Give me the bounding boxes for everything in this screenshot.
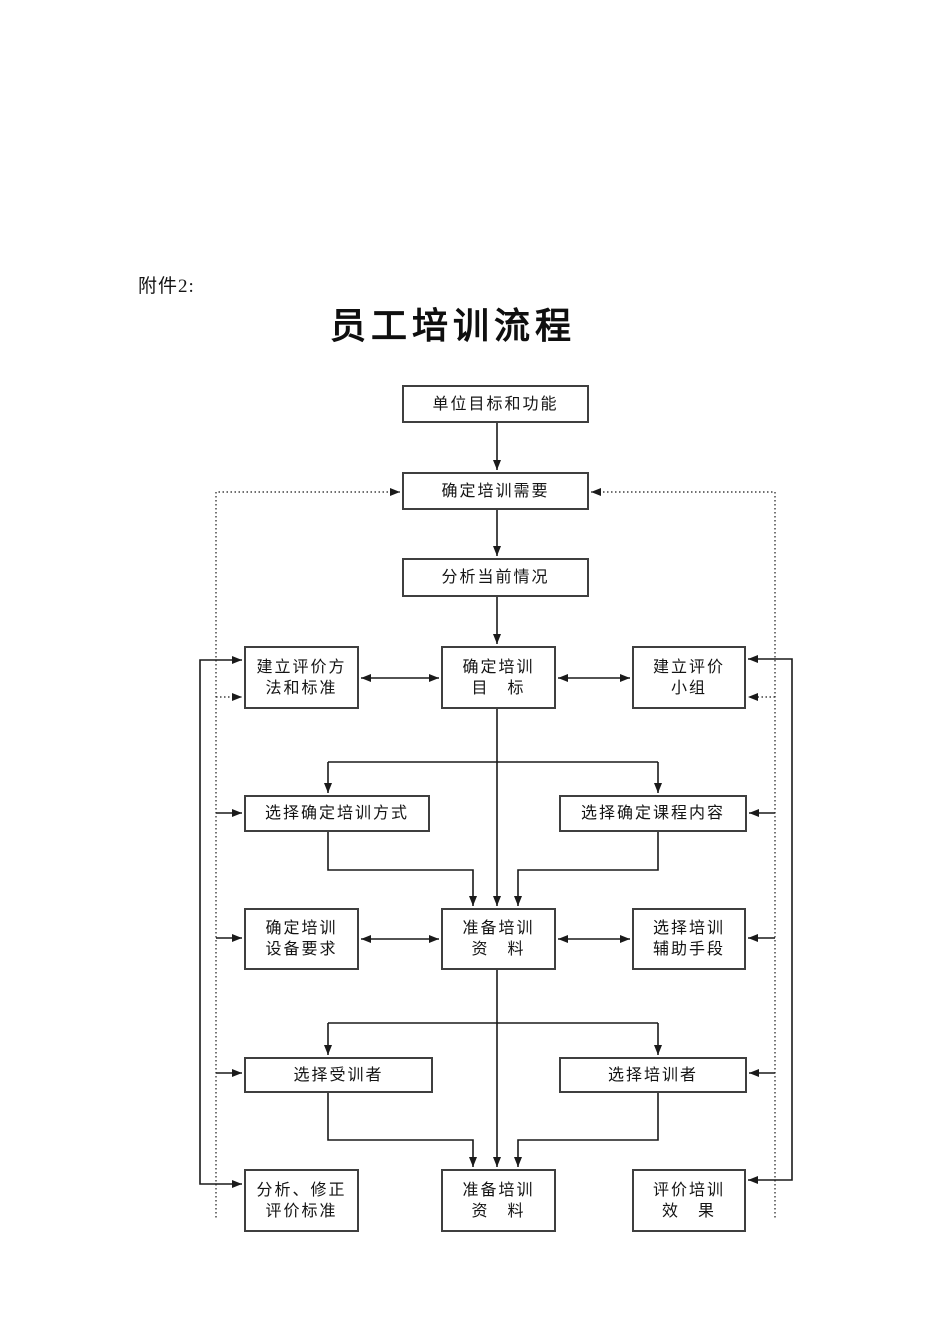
box-text-line: 单位目标和功能 [432,395,559,413]
attachment-label: 附件2: [138,276,195,297]
page-title: 员工培训流程 [330,305,577,346]
flow-box-training-needs: 确定培训需要 [402,472,589,510]
rail-left-solid [199,656,242,1188]
connector-trainees-materials2 [327,1093,477,1167]
box-text-line: 分析、修正 [256,1181,347,1199]
box-text-line: 小组 [670,679,707,697]
rail-right-solid [748,655,793,1184]
rail-right-dotted [591,488,776,1218]
connector-method-materials [327,832,477,906]
box-text-line: 辅助手段 [652,941,725,958]
flow-box-materials-bottom: 准备培训 资 料 [441,1169,556,1232]
flow-box-eval-results: 评价培训 效 果 [632,1169,746,1232]
box-text-line: 选择确定课程内容 [580,805,725,822]
flow-box-training-method: 选择确定培训方式 [244,795,430,832]
connector-trainers-materials2 [514,1093,659,1167]
box-text-line: 效 果 [661,1202,716,1220]
flow-box-eval-team: 建立评价 小组 [632,646,746,709]
box-text-line: 确定培训 [462,658,535,676]
box-text-line: 资 料 [471,941,526,958]
flow-box-trainers: 选择培训者 [559,1057,747,1093]
box-text-line: 资 料 [471,1202,526,1220]
flow-box-current-situation: 分析当前情况 [402,558,589,597]
box-text-line: 评价标准 [265,1202,338,1220]
flow-box-training-goals: 确定培训 目 标 [441,646,556,709]
box-text-line: 确定培训需要 [441,482,550,500]
box-text-line: 建立评价方 [256,658,347,676]
box-text-line: 建立评价 [652,658,725,676]
box-text-line: 准备培训 [462,920,535,937]
box-text-line: 分析当前情况 [441,569,550,586]
box-text-line: 选择培训 [652,920,725,937]
rail-left-dotted [215,488,400,1218]
box-text-line: 准备培训 [462,1181,535,1199]
flow-box-revise-standards: 分析、修正 评价标准 [244,1169,359,1232]
box-text-line: 法和标准 [265,679,338,697]
flow-box-trainees: 选择受训者 [244,1057,433,1093]
box-text-line: 设备要求 [265,941,338,958]
box-text-line: 选择受训者 [293,1066,384,1084]
flow-box-eval-methods: 建立评价方 法和标准 [244,646,359,709]
flow-box-aux-means: 选择培训 辅助手段 [632,908,746,970]
flow-box-equipment-req: 确定培训 设备要求 [244,908,359,970]
flow-box-materials-mid: 准备培训 资 料 [441,908,556,970]
box-text-line: 确定培训 [265,920,338,937]
connector-content-materials [514,832,659,906]
box-text-line: 评价培训 [652,1181,725,1199]
box-text-line: 选择培训者 [607,1066,698,1084]
box-text-line: 选择确定培训方式 [264,805,409,822]
flow-box-unit-goals: 单位目标和功能 [402,385,589,423]
flow-box-course-content: 选择确定课程内容 [559,795,747,832]
box-text-line: 目 标 [471,679,526,697]
